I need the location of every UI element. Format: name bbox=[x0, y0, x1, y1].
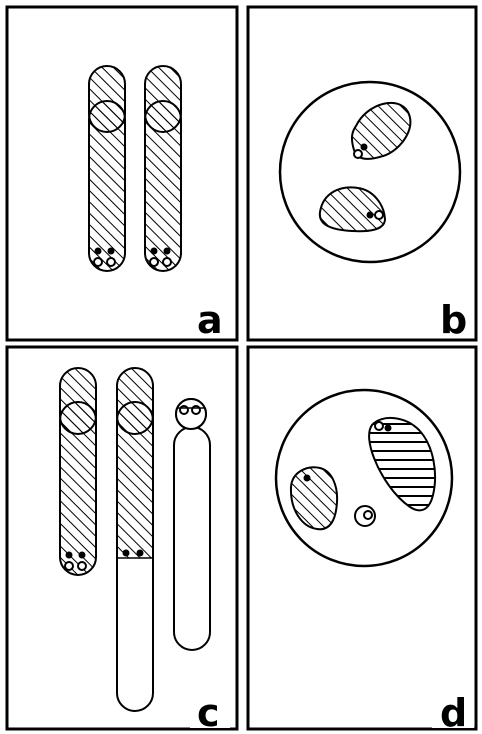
territory-b2 bbox=[320, 187, 385, 231]
panel-d-frame bbox=[248, 347, 476, 729]
chromosome-c3-derivative bbox=[174, 399, 210, 650]
panel-b: b bbox=[248, 7, 476, 342]
panel-c: c bbox=[7, 347, 237, 734]
chromosome-a1 bbox=[89, 66, 125, 271]
chromosome-c2-derivative bbox=[117, 368, 153, 711]
territory-d1 bbox=[291, 467, 337, 529]
panel-a: a bbox=[7, 7, 237, 342]
chromosome-a2-long-arm bbox=[145, 101, 181, 271]
panel-b-frame bbox=[248, 7, 476, 340]
panel-b-label: b bbox=[440, 298, 467, 342]
chromosome-a1-long-arm bbox=[89, 101, 125, 271]
small-territory-d3 bbox=[355, 506, 375, 526]
chromosome-c1 bbox=[60, 368, 96, 575]
territory-b1 bbox=[352, 103, 410, 159]
panel-d-label: d bbox=[440, 691, 467, 734]
panel-c-label: c bbox=[197, 691, 220, 734]
panel-a-label: a bbox=[197, 298, 223, 342]
territory-d2 bbox=[369, 418, 435, 510]
chromosome-a2 bbox=[145, 66, 181, 271]
panel-d: d bbox=[248, 347, 476, 734]
